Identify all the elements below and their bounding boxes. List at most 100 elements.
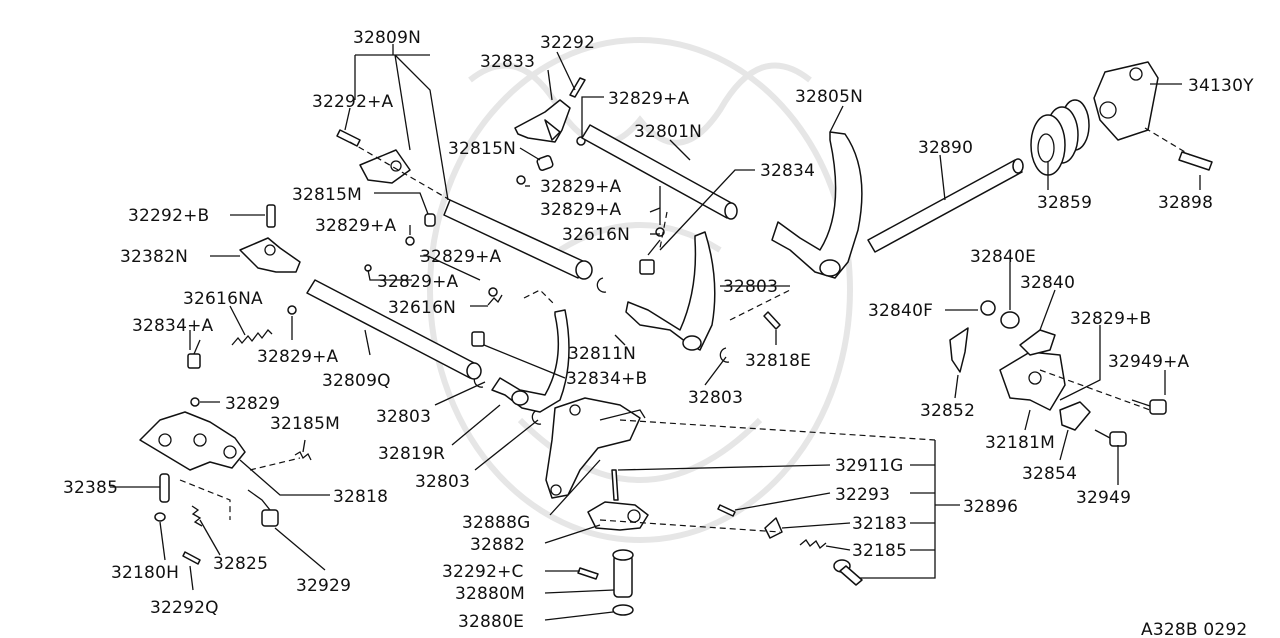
label-32183: 32183 bbox=[852, 514, 907, 534]
part-32803-a bbox=[596, 277, 607, 293]
part-32292 bbox=[569, 77, 586, 98]
part-32825 bbox=[191, 505, 203, 527]
part-32183 bbox=[764, 517, 783, 539]
label-32840: 32840 bbox=[1020, 273, 1075, 293]
label-32852: 32852 bbox=[920, 401, 975, 421]
part-32880E bbox=[612, 604, 634, 616]
label-32616N: 32616N bbox=[562, 225, 630, 245]
part-32829A-ball2 bbox=[488, 287, 498, 297]
part-32896 bbox=[545, 397, 646, 499]
label-32880E: 32880E bbox=[458, 612, 524, 632]
label-32834-plus-b: 32834+B bbox=[566, 369, 647, 389]
part-32292A bbox=[336, 129, 361, 147]
part-32801N bbox=[581, 124, 738, 220]
label-32819R: 32819R bbox=[378, 444, 445, 464]
label-32382N: 32382N bbox=[120, 247, 188, 267]
label-32803: 32803 bbox=[723, 277, 778, 297]
label-32890: 32890 bbox=[918, 138, 973, 158]
label-32829-plus-a-7: 32829+A bbox=[257, 347, 339, 367]
part-32185-plug bbox=[833, 559, 863, 586]
part-32809N bbox=[359, 149, 593, 280]
part-32834 bbox=[639, 239, 661, 275]
label-32834-plus-a: 32834+A bbox=[132, 316, 214, 336]
label-32829: 32829 bbox=[225, 394, 280, 414]
label-32949-plus-a: 32949+A bbox=[1108, 352, 1190, 372]
part-32292C bbox=[577, 567, 599, 580]
label-32805N: 32805N bbox=[795, 87, 863, 107]
part-32811N bbox=[625, 231, 716, 351]
diagram-code: A328B 0292 bbox=[1141, 620, 1247, 638]
label-32292Q: 32292Q bbox=[150, 598, 219, 618]
part-32929 bbox=[247, 489, 279, 527]
part-32829A-mid bbox=[516, 175, 526, 185]
part-32898 bbox=[1178, 151, 1213, 171]
label-32815N: 32815N bbox=[448, 139, 516, 159]
part-32840F bbox=[980, 300, 996, 316]
label-32181M: 32181M bbox=[985, 433, 1055, 453]
part-32616N-2 bbox=[487, 294, 503, 306]
label-32834: 32834 bbox=[760, 161, 815, 181]
part-34130Y bbox=[1093, 61, 1159, 141]
label-32803-2: 32803 bbox=[688, 388, 743, 408]
part-32833 bbox=[514, 99, 571, 143]
part-32840E bbox=[1000, 311, 1020, 329]
label-32616NA: 32616NA bbox=[183, 289, 263, 309]
label-32809N: 32809N bbox=[353, 28, 421, 48]
label-32616N-2: 32616N bbox=[388, 298, 456, 318]
label-32825: 32825 bbox=[213, 554, 268, 574]
label-32803-3: 32803 bbox=[376, 407, 431, 427]
label-32949: 32949 bbox=[1076, 488, 1131, 508]
part-32815M bbox=[424, 213, 436, 227]
label-32840F: 32840F bbox=[868, 301, 933, 321]
label-32292-plus-a: 32292+A bbox=[312, 92, 394, 112]
label-32801N: 32801N bbox=[634, 122, 702, 142]
label-32829-plus-a-3: 32829+A bbox=[540, 200, 622, 220]
leader-lines bbox=[110, 44, 1201, 621]
part-32852 bbox=[949, 327, 969, 373]
label-32829-plus-b: 32829+B bbox=[1070, 309, 1151, 329]
part-32882 bbox=[587, 501, 649, 531]
label-32809Q: 32809Q bbox=[322, 371, 391, 391]
label-32840E: 32840E bbox=[970, 247, 1036, 267]
part-32854 bbox=[1059, 401, 1091, 431]
label-32829-plus-a-2: 32829+A bbox=[540, 177, 622, 197]
part-32829A-ball bbox=[287, 305, 297, 315]
label-32185: 32185 bbox=[852, 541, 907, 561]
label-32829-plus-a-4: 32829+A bbox=[315, 216, 397, 236]
part-32859 bbox=[1030, 99, 1090, 176]
part-32829-ball bbox=[190, 397, 200, 407]
part-32292B bbox=[266, 204, 276, 228]
label-32803-4: 32803 bbox=[415, 472, 470, 492]
part-32834B bbox=[471, 331, 485, 347]
label-32385: 32385 bbox=[63, 478, 118, 498]
label-32911G: 32911G bbox=[835, 456, 903, 476]
part-32185M bbox=[294, 451, 312, 461]
label-32898: 32898 bbox=[1158, 193, 1213, 213]
label-32292-plus-b: 32292+B bbox=[128, 206, 209, 226]
label-32829-plus-a-5: 32829+A bbox=[420, 247, 502, 267]
part-32890 bbox=[867, 158, 1024, 253]
part-32616NA bbox=[231, 329, 273, 346]
label-32896: 32896 bbox=[963, 497, 1018, 517]
part-32809Q bbox=[306, 279, 482, 380]
part-32803-b bbox=[719, 347, 730, 363]
label-32859: 32859 bbox=[1037, 193, 1092, 213]
part-32819R bbox=[491, 309, 570, 413]
label-32882: 32882 bbox=[470, 535, 525, 555]
label-32833: 32833 bbox=[480, 52, 535, 72]
label-32888G: 32888G bbox=[462, 513, 530, 533]
label-32829-plus-a-6: 32829+A bbox=[377, 272, 459, 292]
dashed-guide-lines bbox=[179, 127, 1191, 533]
label-32292-plus-c: 32292+C bbox=[442, 562, 524, 582]
label-32829-plus-a: 32829+A bbox=[608, 89, 690, 109]
label-32818E: 32818E bbox=[745, 351, 811, 371]
part-32911G bbox=[611, 469, 619, 501]
label-32292: 32292 bbox=[540, 33, 595, 53]
part-32880M bbox=[612, 549, 634, 598]
part-32949A bbox=[1131, 399, 1167, 415]
part-32815N bbox=[536, 155, 554, 171]
part-32818E bbox=[763, 311, 781, 330]
part-32293 bbox=[717, 504, 736, 517]
